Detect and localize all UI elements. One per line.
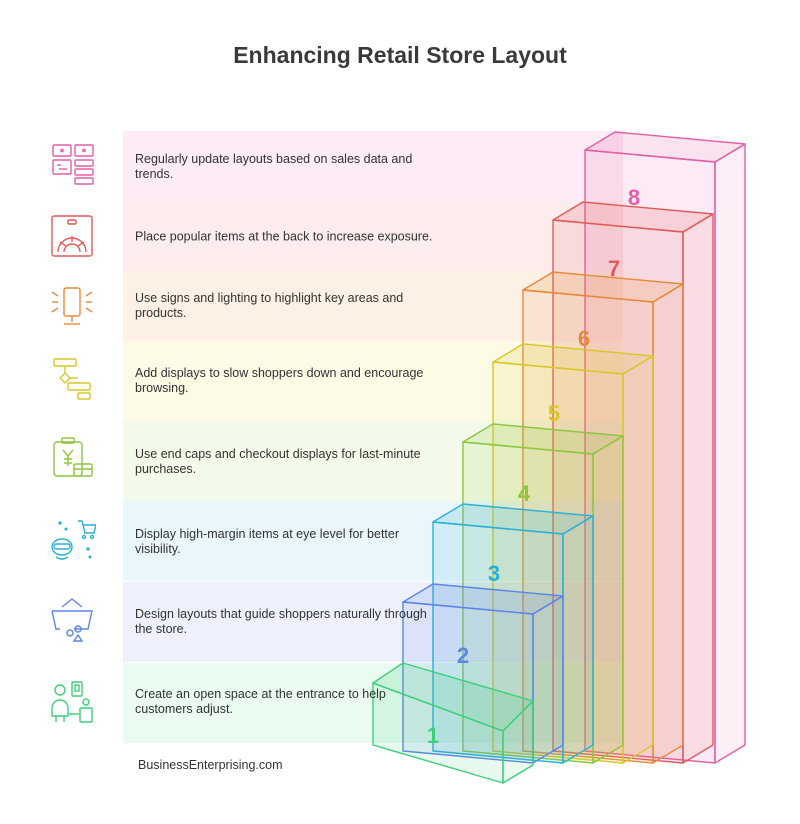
step-8-side (714, 143, 746, 764)
band-8 (123, 131, 623, 211)
step-2-text: Design layouts that guide shoppers natur… (135, 607, 427, 636)
band-7 (123, 201, 623, 281)
step-6-text: Use signs and lighting to highlight key … (135, 291, 404, 320)
step-7-text: Place popular items at the back to incre… (135, 229, 433, 244)
store-layout-icon (48, 212, 96, 260)
checkout-register-icon (48, 434, 96, 482)
display-flow-icon (48, 354, 96, 402)
step-4-text: Use end caps and checkout displays for l… (135, 447, 421, 476)
step-6-side (652, 283, 684, 764)
step-1-text: Create an open space at the entrance to … (135, 687, 386, 716)
footer-source: BusinessEnterprising.com (138, 758, 283, 772)
step-3-text: Display high-margin items at eye level f… (135, 527, 400, 556)
lit-sign-icon (48, 282, 96, 330)
eye-level-cart-icon (48, 515, 96, 563)
step-8-text: Regularly update layouts based on sales … (135, 152, 413, 181)
step-5-side (622, 355, 654, 764)
layout-grid-icon (48, 142, 96, 190)
step-7-side (682, 213, 714, 764)
step-5-text: Add displays to slow shoppers down and e… (135, 366, 424, 395)
step-8-number: 8 (628, 185, 640, 210)
shopping-basket-icon (48, 595, 96, 643)
people-reception-icon (48, 678, 96, 726)
page-title: Enhancing Retail Store Layout (233, 42, 567, 68)
